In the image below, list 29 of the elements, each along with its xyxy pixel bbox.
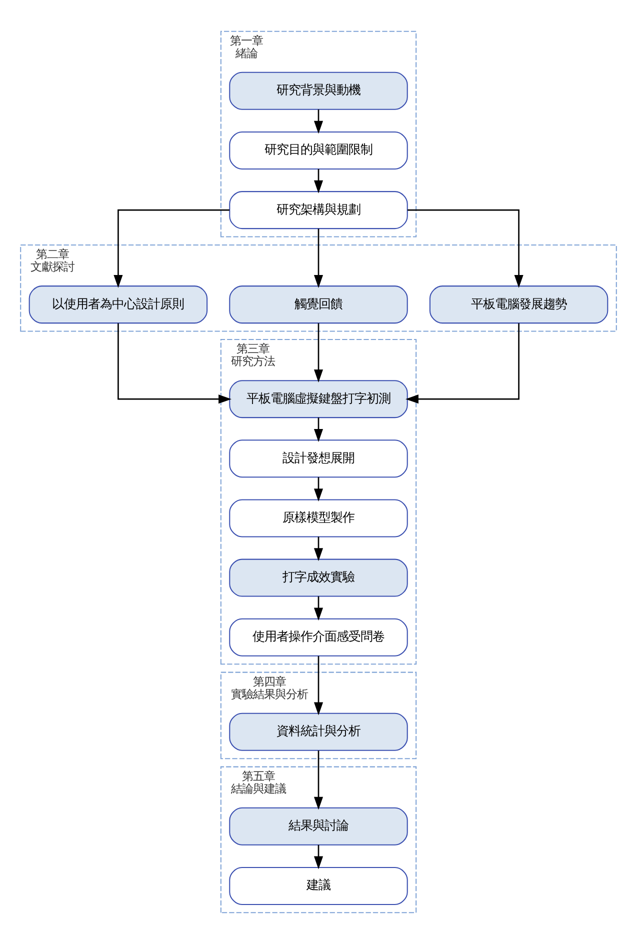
node-box: 研究目的與範圍限制 xyxy=(229,131,408,170)
arrow xyxy=(408,209,524,288)
arrow xyxy=(314,109,324,134)
node-box: 以使用者為中心設計原則 xyxy=(28,286,208,324)
arrow xyxy=(314,596,324,621)
node-box: 平板電腦發展趨勢 xyxy=(429,286,608,324)
node-box: 打字成效實驗 xyxy=(229,558,408,597)
arrow xyxy=(314,656,324,716)
arrow xyxy=(314,323,324,382)
node-box: 平板電腦虛擬鍵盤打字初測 xyxy=(229,380,408,418)
node-box: 建議 xyxy=(229,866,408,905)
arrow xyxy=(314,418,324,442)
node-box: 資料統計與分析 xyxy=(229,712,408,751)
node-box: 結果與討論 xyxy=(229,807,408,846)
arrow xyxy=(314,228,324,288)
node-box: 原樣模型製作 xyxy=(229,499,408,538)
node-box: 研究架構與規劃 xyxy=(229,191,408,230)
arrow xyxy=(406,323,520,404)
arrow xyxy=(314,844,324,870)
node-box: 設計發想展開 xyxy=(229,440,408,478)
node-box: 使用者操作介面感受問卷 xyxy=(229,618,408,656)
arrow xyxy=(118,323,232,404)
arrow xyxy=(314,477,324,502)
node-box: 觸覺回饋 xyxy=(229,286,408,324)
arrow xyxy=(314,169,324,194)
node-box: 研究背景與動機 xyxy=(229,72,408,110)
arrow xyxy=(314,536,324,562)
arrow xyxy=(114,209,230,288)
arrow xyxy=(314,750,324,810)
